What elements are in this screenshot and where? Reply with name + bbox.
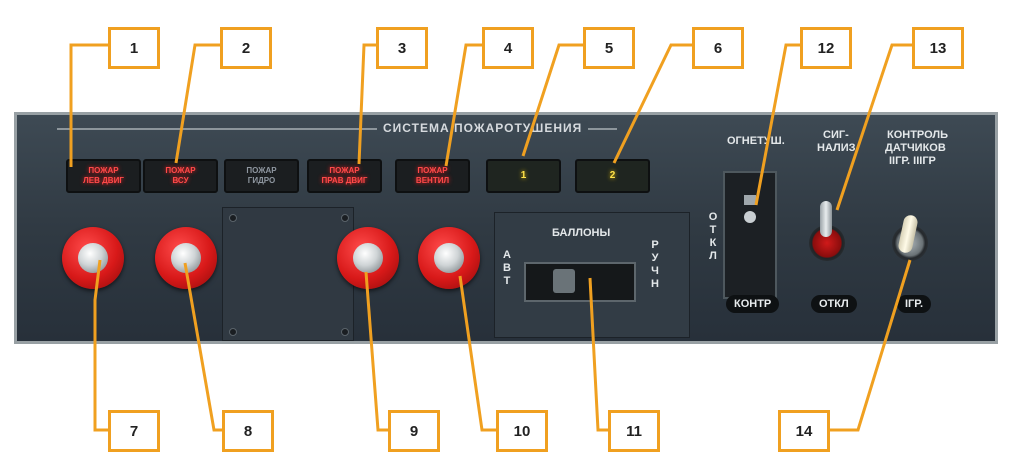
callout-5: 5 [583,27,635,69]
screw [341,214,349,222]
lamp-bottle-1: 1 [486,159,561,193]
callout-6: 6 [692,27,744,69]
sensors-position-label: IГР. [897,295,932,313]
signal-off-label: ОТКЛ [811,295,857,313]
screw [229,214,237,222]
callout-7: 7 [108,410,160,452]
extinguisher-indicator-window [744,195,756,205]
button-cap [171,243,201,273]
screw [229,328,237,336]
balloons-label: БАЛЛОНЫ [552,227,611,239]
signal-label-line2: НАЛИЗ [817,142,856,154]
callout-1: 1 [108,27,160,69]
callout-12: 12 [800,27,852,69]
title-line [57,128,617,130]
extinguisher-guard-cover[interactable] [723,171,777,299]
center-plate [222,207,354,341]
screw [341,328,349,336]
panel-title: СИСТЕМА ПОЖАРОТУШЕНИЯ [377,121,589,135]
callout-4: 4 [482,27,534,69]
lamp-bottle-2: 2 [575,159,650,193]
extinguisher-label: ОГНЕТУШ. [727,135,785,147]
callout-14: 14 [778,410,830,452]
callout-13: 13 [912,27,964,69]
sensors-label-line1: КОНТРОЛЬ [887,129,949,141]
callout-10: 10 [496,410,548,452]
sensors-label-line2: ДАТЧИКОВ [885,142,946,154]
extinguish-left-engine-button[interactable] [62,227,124,289]
button-cap [78,243,108,273]
callout-9: 9 [388,410,440,452]
extinguisher-control-label: КОНТР [726,295,780,313]
callout-3: 3 [376,27,428,69]
balloons-mode-switch[interactable] [524,262,636,302]
balloons-switch-lever[interactable] [553,269,575,293]
extinguish-apu-button[interactable] [155,227,217,289]
callout-8: 8 [222,410,274,452]
signal-label-line1: СИГ- [823,129,849,141]
callout-11: 11 [608,410,660,452]
callout-2: 2 [220,27,272,69]
extinguish-right-engine-button[interactable] [337,227,399,289]
button-cap [434,243,464,273]
button-cap [353,243,383,273]
extinguisher-switch-knob[interactable] [744,211,756,223]
extinguish-fan-button[interactable] [418,227,480,289]
sensors-label-line3: IIГР. IIIГР [889,155,936,167]
signal-toggle-switch[interactable] [820,201,832,237]
